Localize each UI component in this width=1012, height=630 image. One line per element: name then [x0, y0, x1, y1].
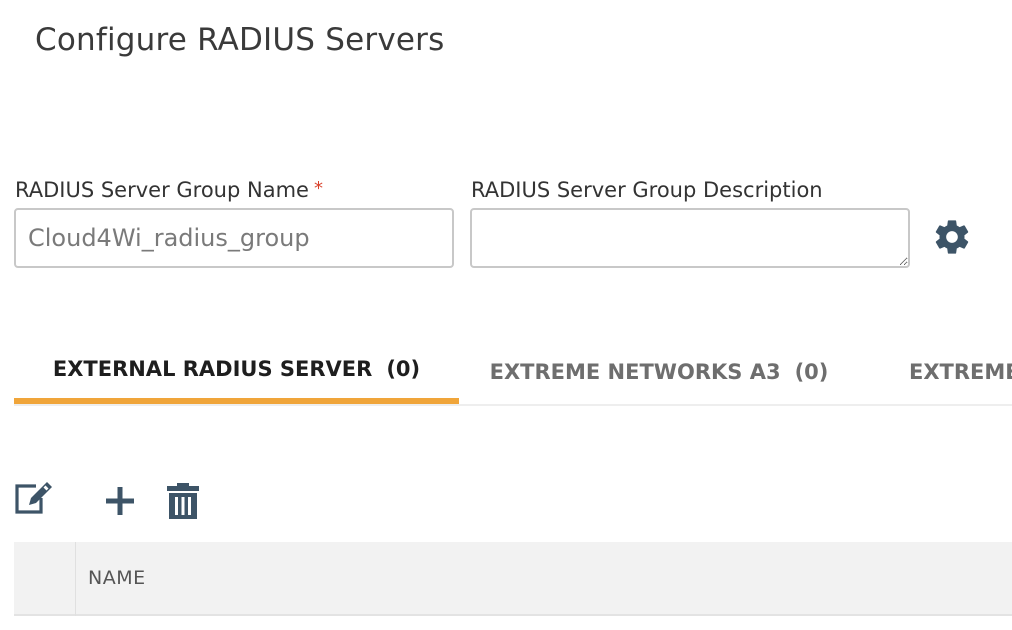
tab-extreme-truncated[interactable]: EXTREME — [909, 340, 1012, 404]
tab-extreme-networks-a3[interactable]: EXTREME NETWORKS A3 (0) — [479, 340, 839, 404]
server-type-tabs: EXTERNAL RADIUS SERVER (0) EXTREME NETWO… — [14, 340, 1012, 406]
page-title: Configure RADIUS Servers — [35, 22, 445, 58]
edit-icon[interactable] — [14, 480, 54, 516]
tab-count: (0) — [794, 360, 829, 384]
group-name-label-text: RADIUS Server Group Name — [15, 178, 309, 202]
column-header-name[interactable]: NAME — [88, 567, 146, 589]
trash-icon[interactable] — [166, 482, 200, 520]
tab-label: EXTREME — [909, 360, 1012, 384]
gear-icon[interactable] — [932, 217, 972, 257]
tab-label: EXTERNAL RADIUS SERVER — [52, 357, 373, 381]
group-name-input[interactable] — [14, 208, 454, 268]
group-name-label: RADIUS Server Group Name* — [15, 178, 323, 202]
group-description-input[interactable] — [470, 208, 910, 268]
plus-icon[interactable] — [104, 485, 136, 517]
tab-count: (0) — [386, 357, 421, 381]
select-column[interactable] — [14, 542, 76, 616]
tab-label: EXTREME NETWORKS A3 — [489, 360, 781, 384]
tab-external-radius-server[interactable]: EXTERNAL RADIUS SERVER (0) — [14, 340, 459, 404]
required-mark: * — [313, 178, 323, 199]
servers-table-header: NAME — [14, 542, 1012, 616]
group-description-label: RADIUS Server Group Description — [471, 178, 823, 202]
